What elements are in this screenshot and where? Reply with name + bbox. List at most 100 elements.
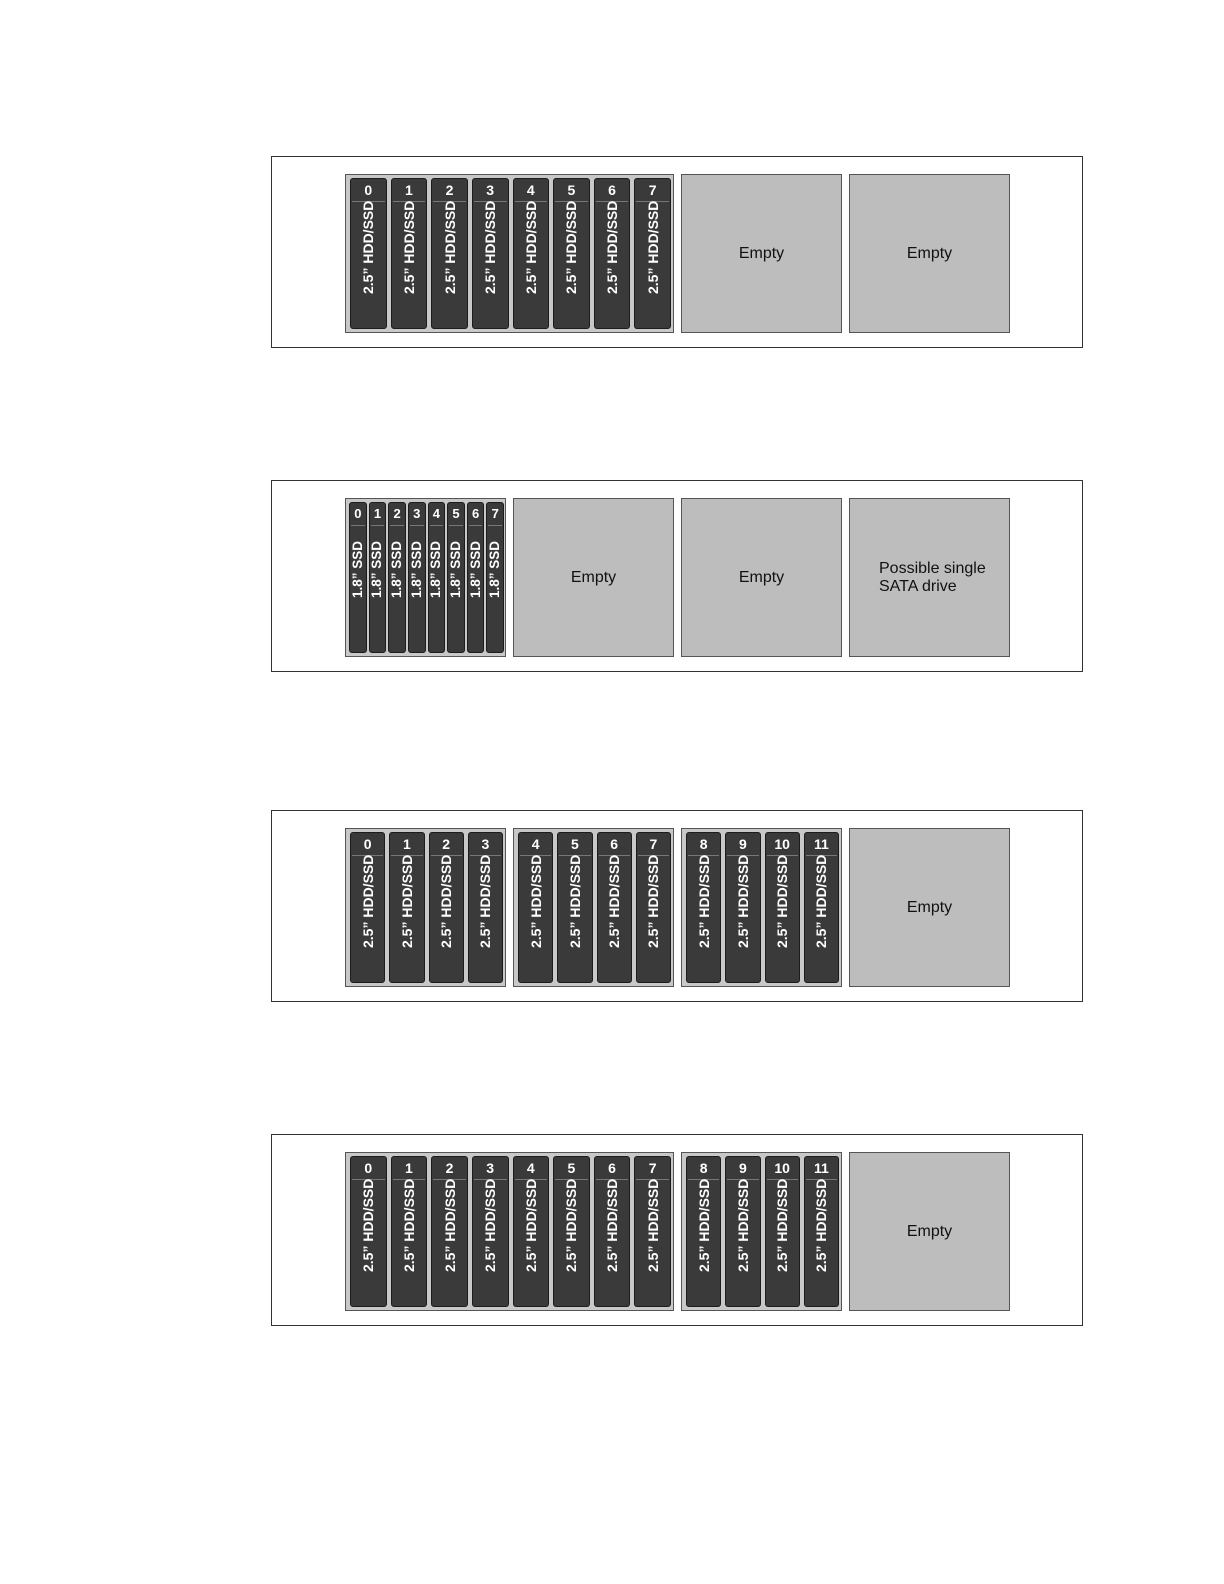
slot-divider [449,525,463,526]
slot-number: 5 [452,506,460,521]
drive-type-label: 2.5” HDD/SSD [604,200,621,294]
drive-type-label: 2.5” HDD/SSD [734,1178,751,1272]
slot-divider [766,855,798,856]
slot-divider [391,855,423,856]
drive-slot-4[interactable]: 4 2.5” HDD/SSD [518,832,554,983]
drive-slot-3[interactable]: 3 2.5” HDD/SSD [471,178,509,329]
slot-divider [473,1179,507,1180]
slot-number: 3 [413,506,421,521]
bay-label: Empty [906,898,953,916]
drive-type-label: 2.5” HDD/SSD [398,854,415,948]
slot-number: 6 [608,1160,616,1176]
slot-divider [409,525,424,526]
slot-divider [469,855,501,856]
drive-type-label: 2.5” HDD/SSD [606,854,623,948]
drive-type-label: 2.5” HDD/SSD [604,1178,621,1272]
drive-type-label: 1.8” SSD [467,540,483,598]
drive-slot-7[interactable]: 7 2.5” HDD/SSD [634,178,671,329]
slot-divider [637,855,669,856]
empty-bay: Empty [849,1152,1010,1311]
slot-number: 1 [405,182,413,198]
empty-bay: Empty [849,828,1010,987]
slot-divider [370,525,385,526]
slot-number: 2 [445,182,454,198]
empty-bay: Empty [681,174,842,333]
drive-type-label: 2.5” HDD/SSD [566,854,583,948]
drive-type-label: 2.5” HDD/SSD [477,854,494,948]
drive-type-label: 2.5” HDD/SSD [482,200,499,294]
slot-number: 5 [570,836,579,852]
slot-divider [636,201,669,202]
slot-number: 7 [648,1160,657,1176]
slot-number: 9 [738,836,747,852]
drive-slot-2[interactable]: 2 2.5” HDD/SSD [431,1156,468,1307]
slot-number: 3 [486,182,495,198]
drive-slot-9[interactable]: 9 2.5” HDD/SSD [725,1156,761,1307]
slot-divider [352,1179,385,1180]
slot-divider [636,1179,669,1180]
slot-number: 4 [531,836,540,852]
slot-divider [430,855,462,856]
slot-number: 2 [393,506,401,521]
bay-label: Empty [906,1222,953,1240]
slot-number: 2 [442,836,451,852]
drive-type-label: 2.5” HDD/SSD [522,200,539,294]
bay-label: Possible single SATA drive [879,559,986,595]
drive-type-label: 2.5” HDD/SSD [360,200,377,294]
drive-type-label: 2.5” HDD/SSD [360,1178,377,1272]
drive-slot-5[interactable]: 5 2.5” HDD/SSD [557,832,593,983]
drive-type-label: 2.5” HDD/SSD [644,200,661,294]
slot-number: 9 [738,1160,747,1176]
slot-number: 2 [445,1160,454,1176]
slot-divider [520,855,552,856]
bay-label: Empty [738,568,785,586]
drive-type-label: 2.5” HDD/SSD [695,1178,712,1272]
drive-type-label: 2.5” HDD/SSD [527,854,544,948]
drive-type-label: 2.5” HDD/SSD [441,1178,458,1272]
drive-slot-6[interactable]: 6 2.5” HDD/SSD [593,1156,631,1307]
empty-bay: Possible single SATA drive [849,498,1010,657]
slot-number: 7 [648,182,657,198]
slot-divider [805,855,837,856]
slot-divider [805,1179,837,1180]
slot-divider [473,201,507,202]
